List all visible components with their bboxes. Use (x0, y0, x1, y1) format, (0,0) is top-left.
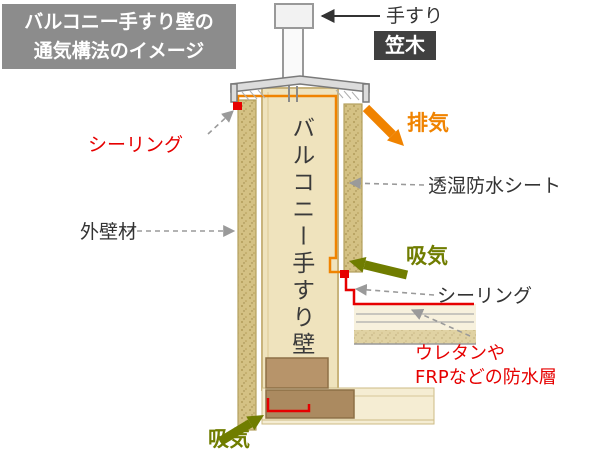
exterior-wall-label: 外壁材 (80, 221, 138, 243)
left-exterior-panel (237, 99, 257, 431)
intake-right-label: 吸気 (406, 244, 448, 268)
diagram-title: バルコニー手すり壁の 通気構法のイメージ (2, 4, 236, 69)
waterproof-layer-label-line1: ウレタンや (415, 343, 505, 364)
exhaust-arrow (362, 104, 404, 146)
pointer-sheet (348, 177, 425, 190)
waterproof-sheet-line (236, 94, 346, 274)
pointer-waterproof-layer (410, 308, 471, 337)
moisture-sheet-label: 透湿防水シート (428, 175, 562, 197)
sealing-marker-right (340, 270, 349, 278)
bottom-floor-graphic (261, 357, 435, 425)
waterproof-red-line-bottom (266, 398, 311, 413)
handrail-label: 手すり (386, 5, 444, 27)
waterproof-layer-label-line2: FRPなどの防水層 (415, 367, 557, 389)
waterproof-red-line-floor (344, 272, 474, 306)
diagram-title-line1: バルコニー手すり壁の (24, 11, 214, 33)
coping-label: 笠木 (374, 31, 436, 60)
coping-graphic (230, 75, 370, 103)
intake-arrow-right (349, 257, 409, 280)
wall-core-graphic (261, 87, 339, 391)
diagram-title-line2: 通気構法のイメージ (33, 39, 205, 62)
waterproof-layer-label: ウレタンや FRPなどの防水層 (415, 342, 557, 391)
pointer-sealing-left (207, 110, 234, 135)
pointer-sealing-right (354, 283, 435, 296)
handrail-graphic (274, 3, 314, 83)
intake-bottom-label: 吸気 (208, 427, 250, 451)
right-exterior-panel (343, 103, 363, 273)
sealing-marker-top-left (233, 102, 242, 110)
sealing-right-label: シーリング (437, 285, 533, 307)
intake-arrow-bottom (218, 415, 264, 445)
wall-vertical-label: バルコニー手すり壁 (287, 116, 314, 359)
exhaust-label: 排気 (407, 111, 449, 135)
sealing-left-label: シーリング (88, 134, 184, 156)
